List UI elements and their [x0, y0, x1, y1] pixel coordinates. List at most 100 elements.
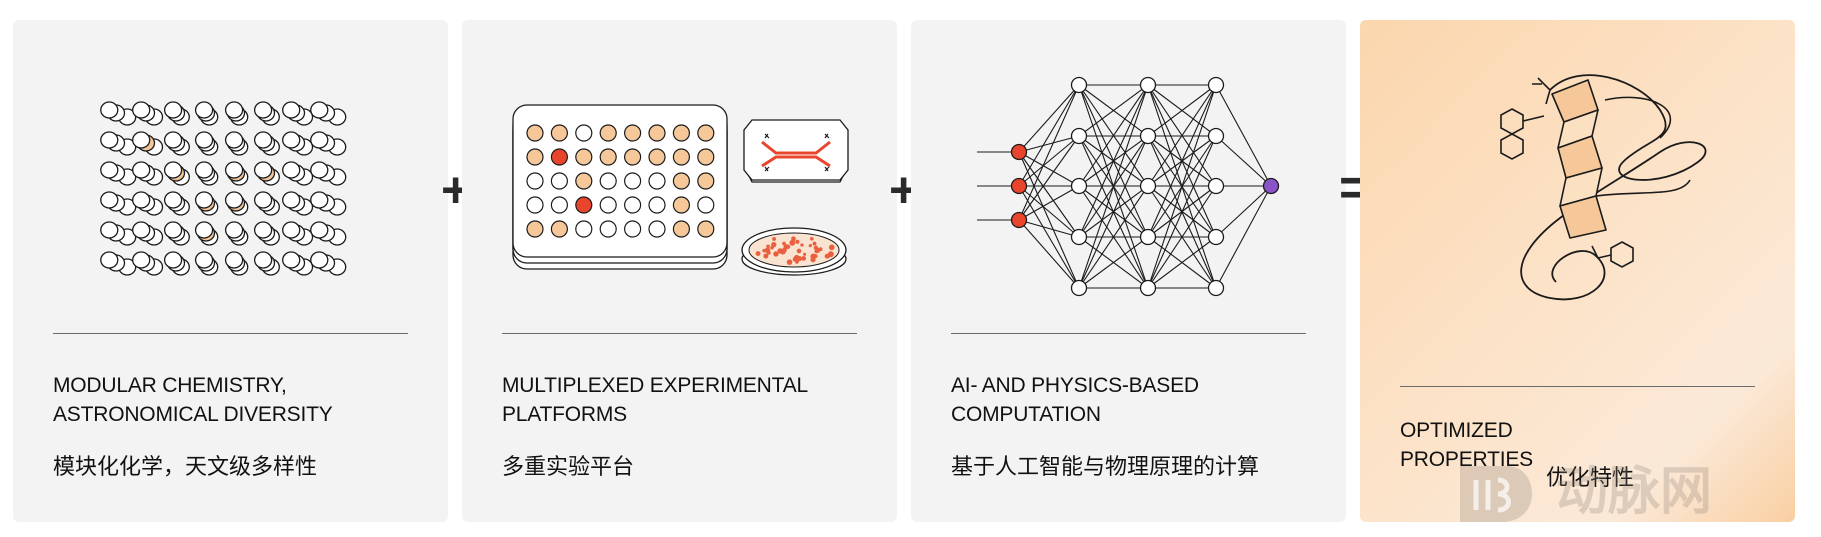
molecule-cluster [132, 191, 164, 216]
colony-dot [796, 248, 802, 254]
hidden-node [1207, 76, 1225, 94]
molecule-cluster [100, 221, 137, 246]
plate-well [697, 148, 715, 166]
plate-well [575, 196, 593, 214]
molecule-cluster [282, 101, 314, 126]
panel-title-line2: PLATFORMS [502, 403, 627, 426]
colony-dot [793, 254, 800, 261]
molecule-cluster [310, 161, 347, 186]
plate-well [648, 220, 666, 238]
plate-well [599, 196, 617, 214]
plate-well [526, 124, 544, 142]
panel-multiplexed-platforms: MULTIPLEXED EXPERIMENTAL PLATFORMS 多重实验平… [462, 20, 897, 522]
molecule-cluster [224, 251, 249, 276]
colony-dot [777, 248, 783, 254]
plate-well [697, 172, 715, 190]
hidden-node [1139, 228, 1157, 246]
colony-dot [815, 247, 821, 253]
colony-dot [803, 252, 807, 256]
panel-subtitle: 优化特性 [1546, 465, 1635, 490]
hidden-node [1139, 127, 1157, 145]
plate-well [550, 220, 569, 238]
molecule-cluster [310, 221, 347, 246]
molecule-cluster [282, 251, 314, 276]
plate-well [648, 172, 666, 190]
molecule-cluster [253, 251, 280, 276]
panel-subtitle: 模块化化学，天文级多样性 [53, 454, 318, 479]
plate-well [648, 148, 666, 166]
plate-well [672, 148, 690, 166]
plate-well [697, 196, 715, 214]
plate-well [599, 124, 617, 142]
plate-well [550, 124, 569, 142]
plate-well [648, 196, 666, 214]
panel-optimized-properties: OPTIMIZED PROPERTIES 优化特性 [1360, 20, 1795, 522]
molecule-cluster [132, 101, 164, 126]
plate-well [575, 220, 593, 238]
molecule-cluster [100, 131, 137, 156]
panel-ai-computation: AI- AND PHYSICS-BASED COMPUTATION 基于人工智能… [911, 20, 1346, 522]
panel-title-line1: OPTIMIZED [1400, 419, 1513, 442]
plate-well [624, 124, 642, 142]
microfluidic-chip-icon [743, 119, 849, 183]
protein-helix-icon [1500, 74, 1707, 301]
molecule-grid-icon [100, 101, 347, 276]
plate-well [526, 172, 544, 190]
molecule-cluster [194, 191, 219, 216]
colony-dot [783, 244, 788, 250]
panel-title-line1: MULTIPLEXED EXPERIMENTAL [502, 374, 808, 397]
plate-well [526, 220, 544, 238]
colony-dot [781, 248, 786, 253]
input-node [1010, 211, 1028, 229]
plate-well [672, 172, 690, 190]
hidden-node [1139, 76, 1157, 94]
well-plate-and-petri-dish-icon [512, 104, 849, 276]
colony-dot [766, 250, 771, 255]
colony-dot [795, 239, 800, 244]
molecule-cluster [194, 161, 219, 186]
panel-title: MODULAR CHEMISTRY, ASTRONOMICAL DIVERSIT… [53, 371, 423, 429]
molecule-cluster [132, 251, 164, 276]
plate-well [550, 172, 569, 190]
hidden-node [1207, 177, 1225, 195]
colony-dot [789, 239, 796, 246]
molecule-cluster [253, 101, 280, 126]
panel-divider [502, 333, 857, 334]
panel-title: AI- AND PHYSICS-BASED COMPUTATION [951, 371, 1321, 429]
plate-well [697, 124, 715, 142]
molecule-cluster [310, 131, 347, 156]
plate-well [672, 196, 690, 214]
colony-dot [766, 244, 770, 249]
molecule-cluster [194, 221, 219, 246]
molecule-cluster [100, 191, 137, 216]
colony-dot [795, 260, 799, 264]
plate-well [672, 220, 690, 238]
plate-well [599, 148, 617, 166]
hidden-node [1070, 279, 1088, 297]
colony-dot [786, 259, 793, 265]
panel-divider [53, 333, 408, 334]
molecule-cluster [100, 251, 137, 276]
hidden-node [1139, 279, 1157, 297]
molecule-cluster [163, 101, 190, 126]
molecule-cluster [310, 101, 347, 126]
molecule-cluster [224, 131, 249, 156]
input-node [1010, 177, 1028, 195]
plate-well [550, 196, 569, 214]
molecule-cluster [132, 131, 164, 156]
plate-well [575, 124, 593, 142]
hidden-node [1070, 127, 1088, 145]
panel-title: MULTIPLEXED EXPERIMENTAL PLATFORMS [502, 371, 872, 429]
colony-dot [800, 243, 804, 247]
molecule-cluster [253, 161, 280, 186]
colony-dot [773, 251, 779, 257]
colony-dot [825, 254, 830, 259]
hidden-node [1207, 127, 1225, 145]
plate-well [526, 148, 544, 166]
plate-well [624, 196, 642, 214]
panel-title: OPTIMIZED PROPERTIES [1400, 416, 1640, 474]
colony-dot [828, 244, 835, 251]
panel-divider [1400, 386, 1755, 387]
watermark-logo-icon [1460, 466, 1532, 522]
petri-dish-icon [741, 227, 847, 276]
